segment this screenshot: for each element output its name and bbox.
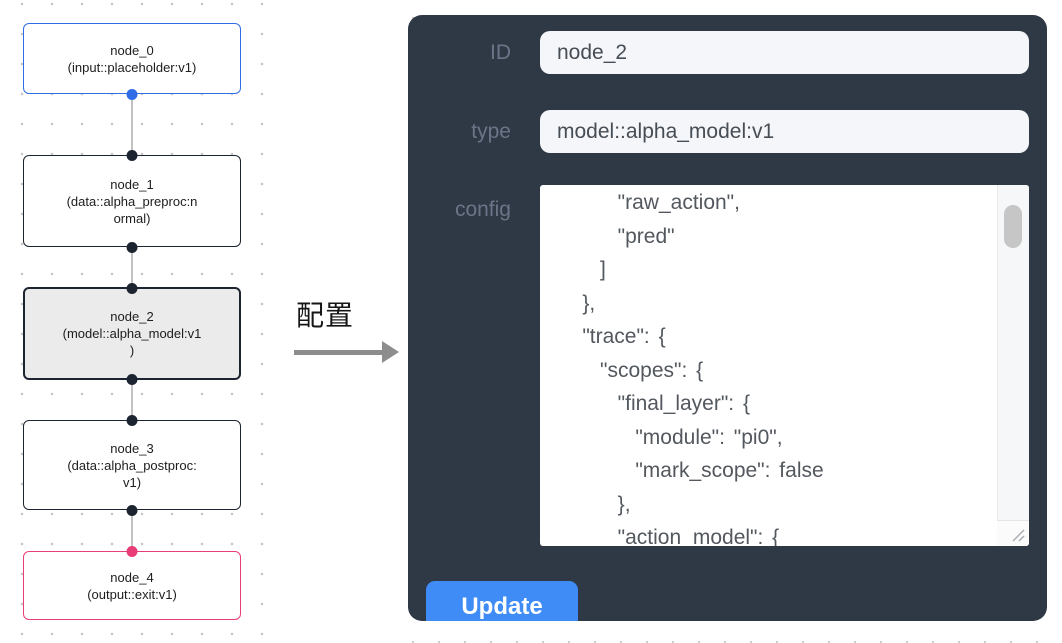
type-label: type	[471, 120, 511, 143]
graph-node-node_3[interactable]: node_3(data::alpha_postproc:v1)	[23, 414, 241, 516]
port-top[interactable]	[126, 149, 138, 161]
type-input[interactable]: model::alpha_model:v1	[540, 110, 1029, 153]
port-top[interactable]	[126, 545, 138, 557]
node-subtitle: ormal)	[113, 210, 151, 226]
edge-connector	[131, 247, 133, 287]
graph-node-node_0[interactable]: node_0(input::placeholder:v1)	[23, 23, 241, 100]
id-label: ID	[490, 41, 511, 64]
edge-connector	[131, 510, 133, 551]
scrollbar-thumb[interactable]	[1004, 205, 1022, 248]
edge-connector	[131, 380, 133, 420]
configure-label: 配置	[296, 300, 355, 331]
port-top[interactable]	[126, 414, 138, 426]
arrow-shaft	[294, 350, 383, 355]
node-graph-canvas[interactable]: node_0(input::placeholder:v1)node_1(data…	[0, 0, 286, 643]
update-button[interactable]: Update	[426, 581, 578, 621]
type-input-value: model::alpha_model:v1	[557, 119, 775, 143]
node-title: node_0	[110, 42, 154, 58]
node-subtitle: (data::alpha_preproc:n	[66, 193, 198, 209]
config-json-text: "raw_action", "pred" ] }, "trace": { "sc…	[582, 191, 824, 546]
port-bottom[interactable]	[126, 373, 138, 385]
node-title: node_3	[110, 440, 154, 456]
node-subtitle: (output::exit:v1)	[87, 586, 177, 602]
node-subtitle: (input::placeholder:v1)	[67, 59, 197, 75]
graph-node-node_4[interactable]: node_4(output::exit:v1)	[23, 545, 241, 620]
port-bottom[interactable]	[126, 241, 138, 253]
resize-handle-icon[interactable]	[997, 520, 1029, 546]
graph-node-node_2[interactable]: node_2(model::alpha_model:v1)	[23, 282, 241, 385]
node-title: node_4	[110, 569, 154, 585]
edge-connector	[131, 94, 133, 155]
node-subtitle: v1)	[122, 474, 142, 490]
id-input[interactable]: node_2	[540, 31, 1029, 74]
node-subtitle: )	[129, 343, 135, 358]
node-subtitle: (model::alpha_model:v1	[62, 326, 202, 341]
config-label: config	[454, 198, 511, 221]
port-top[interactable]	[126, 282, 138, 294]
config-panel: ID node_2 type model::alpha_model:v1 con…	[408, 15, 1047, 621]
config-panel-region: ID node_2 type model::alpha_model:v1 con…	[390, 0, 1062, 643]
port-bottom[interactable]	[126, 504, 138, 516]
id-input-value: node_2	[557, 40, 628, 64]
node-title: node_2	[110, 309, 154, 324]
config-textarea[interactable]: "raw_action", "pred" ] }, "trace": { "sc…	[540, 185, 1029, 546]
node-title: node_1	[110, 176, 154, 192]
node-subtitle: (data::alpha_postproc:	[67, 457, 197, 473]
port-bottom[interactable]	[126, 88, 138, 100]
